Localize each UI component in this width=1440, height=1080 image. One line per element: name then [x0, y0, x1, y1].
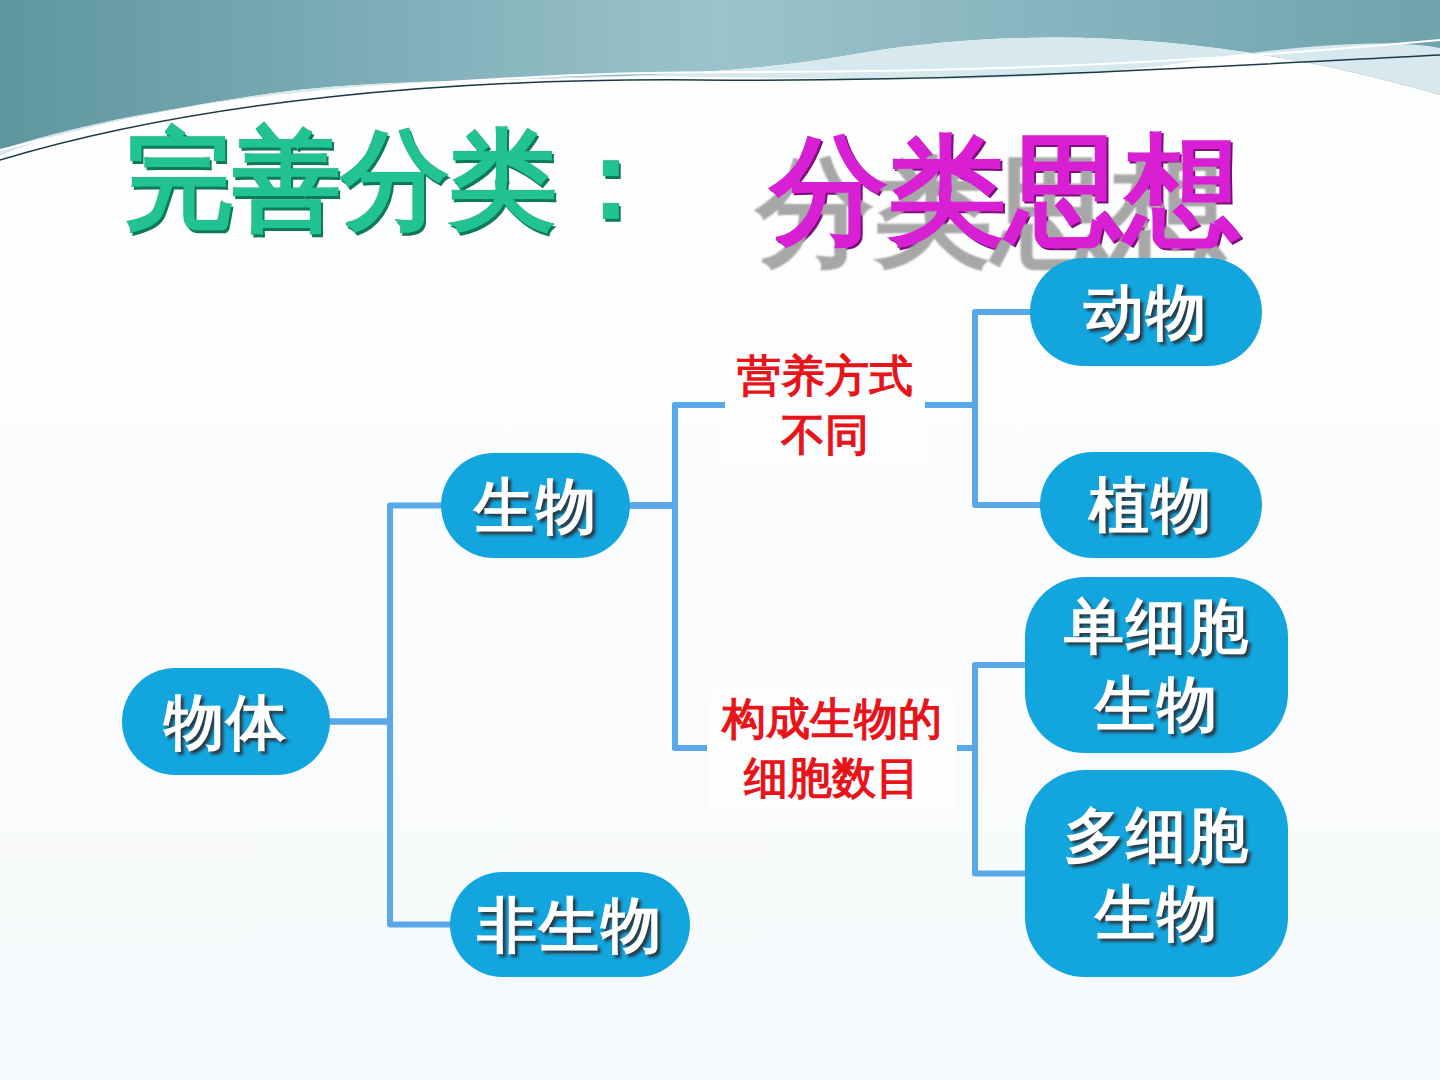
bracket-connector — [630, 312, 1030, 506]
category-pill: 植物 — [1040, 452, 1262, 558]
category-pill: 物体 — [122, 668, 330, 775]
bracket-connector — [330, 506, 441, 722]
node-label: 动物 — [1084, 273, 1208, 351]
node-label: 生物 — [474, 467, 598, 545]
slide-title: 完善分类： — [125, 108, 665, 254]
node-label: 植物 — [1089, 466, 1213, 544]
node-label: 多细胞 生物 — [1045, 796, 1268, 952]
node-label: 单细胞 生物 — [1045, 587, 1268, 743]
category-pill: 单细胞 生物 — [1025, 577, 1288, 753]
category-pill: 非生物 — [450, 872, 690, 977]
node-label: 非生物 — [477, 886, 663, 964]
criterion-label: 营养方式 不同 — [725, 346, 925, 465]
node-label: 物体 — [164, 683, 288, 761]
wordart-heading: 分类思想 — [770, 112, 1242, 272]
bracket-connector — [330, 722, 450, 925]
criterion-label: 构成生物的 细胞数目 — [707, 689, 957, 808]
category-pill: 动物 — [1030, 258, 1262, 366]
category-pill: 多细胞 生物 — [1025, 770, 1288, 977]
bracket-connector — [630, 506, 1025, 874]
category-pill: 生物 — [441, 453, 630, 558]
